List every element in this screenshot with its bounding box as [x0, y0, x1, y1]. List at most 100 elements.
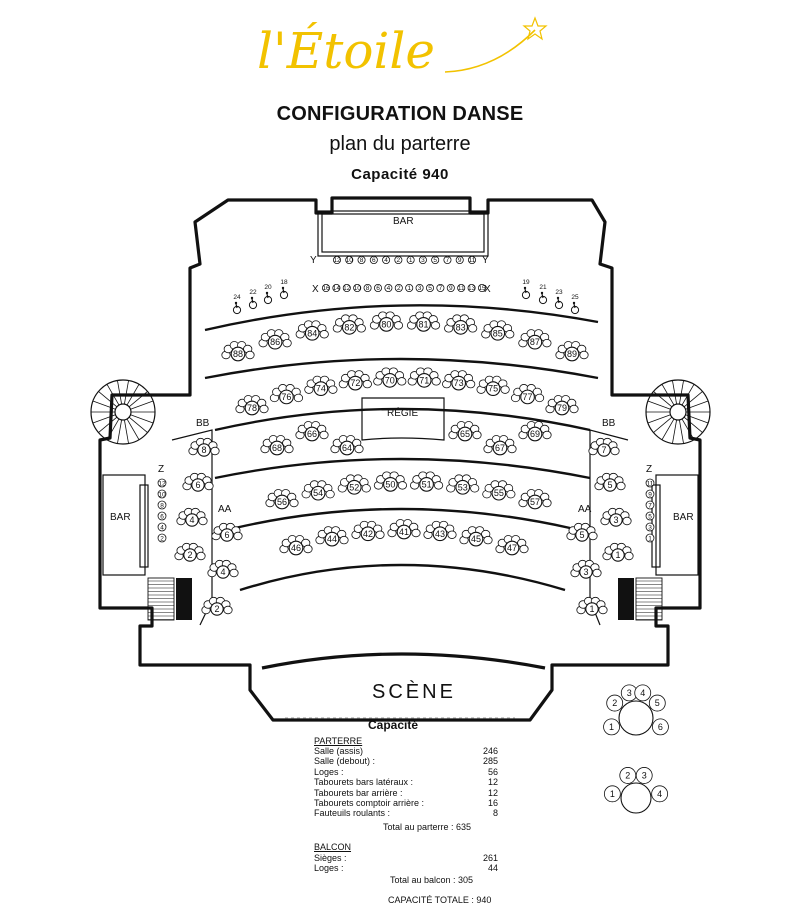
- stool-x-number: 6: [376, 285, 380, 292]
- stool-y-number: 4: [384, 257, 388, 264]
- capacity-row-label: Sièges :: [314, 853, 347, 863]
- regie-booth: [361, 397, 445, 441]
- loge-table: 1: [602, 542, 634, 562]
- stool-x: [353, 283, 362, 292]
- logo-swoosh: [444, 29, 536, 73]
- grand-total: CAPACITÉ TOTALE : 940: [388, 895, 492, 905]
- loge-table: 3: [570, 559, 602, 579]
- stool-z: [157, 511, 167, 521]
- stool-x-number: 10: [354, 285, 362, 292]
- loge-table: 50: [373, 471, 408, 492]
- loge-table: 89: [555, 341, 589, 362]
- tier-band-5: [234, 507, 571, 530]
- legend-chair: [652, 718, 669, 736]
- stool-z: [645, 500, 655, 510]
- stool-x: [394, 283, 403, 292]
- loge-number: 68: [272, 443, 282, 453]
- stool-y: [431, 255, 440, 264]
- loge-table: 47: [495, 535, 529, 556]
- stool-z-number: 2: [160, 535, 164, 542]
- capacity-row-value: 246: [482, 746, 498, 756]
- stool-x-number: 4: [387, 285, 391, 292]
- stool-z-number: 12: [158, 480, 166, 487]
- capacity-row-label: Tabourets comptoir arrière :: [314, 798, 425, 808]
- loge-number: 79: [557, 403, 567, 413]
- loge-table: 78: [235, 395, 269, 416]
- capacity-row: Tabourets comptoir arrière :16: [314, 798, 498, 808]
- loge-number: 72: [350, 378, 360, 388]
- stool-x: [477, 283, 486, 292]
- row-x-label-left: X: [312, 284, 319, 295]
- loge-table: 86: [258, 329, 292, 350]
- tier-band-2: [204, 357, 599, 380]
- stool-y: [394, 255, 403, 264]
- stool-z: [157, 533, 167, 543]
- bar-top-counter: [321, 213, 485, 253]
- loge-number: 1: [589, 604, 594, 614]
- stool-x: [405, 283, 414, 292]
- stool-y-number: 1: [409, 257, 413, 264]
- loge-table: 54: [301, 480, 335, 501]
- legend-chair-number: 6: [658, 722, 663, 732]
- bar-right-area: [655, 474, 699, 576]
- loge-number: 56: [277, 497, 287, 507]
- loge-table: 3: [600, 507, 632, 527]
- loge-number: 47: [507, 543, 517, 553]
- wheelchair-icon: [279, 286, 289, 300]
- loge-number: 84: [307, 328, 317, 338]
- capacity-row-label: Loges :: [314, 766, 344, 777]
- stool-x-number: 13: [468, 285, 476, 292]
- loge-number: 8: [201, 445, 206, 455]
- wheelchair-number: 22: [249, 289, 257, 296]
- loge-table: 2: [174, 542, 206, 562]
- loge-number: 45: [471, 534, 481, 544]
- row-aa-label-left: AA: [218, 504, 232, 515]
- stool-x-number: 12: [343, 285, 351, 292]
- stool-z-number: 7: [648, 502, 652, 509]
- loge-number: 67: [495, 443, 505, 453]
- stool-z-number: 3: [648, 524, 652, 531]
- star-icon: [522, 16, 548, 41]
- loge-table: 55: [482, 480, 516, 501]
- capacity-row: Loges :56: [314, 767, 498, 777]
- wheelchair-icon: [554, 296, 564, 310]
- stool-x: [467, 283, 476, 292]
- loge-number: 80: [381, 319, 391, 329]
- loge-number: 86: [270, 337, 280, 347]
- loge-number: 50: [385, 479, 395, 489]
- loge-number: 64: [342, 443, 352, 453]
- loge-number: 65: [460, 429, 470, 439]
- row-aa-label-right: AA: [578, 504, 592, 515]
- wheelchair-number: 19: [522, 279, 530, 286]
- row-y-label-right: Y: [482, 255, 489, 266]
- wheelchair-number: 24: [233, 294, 241, 301]
- stool-z-number: 10: [158, 491, 166, 498]
- stool-z: [645, 533, 655, 543]
- stool-x: [373, 283, 382, 292]
- legend-chair-number: 2: [625, 770, 630, 780]
- loge-number: 69: [530, 429, 540, 439]
- capacity-row-value: 261: [482, 853, 498, 863]
- loge-table: 70: [373, 367, 407, 388]
- stool-y-number: 10: [346, 257, 354, 264]
- row-x-label-right: X: [484, 284, 491, 295]
- loge-table: 42: [351, 520, 385, 542]
- loge-table: 87: [518, 329, 552, 350]
- loge-table: 53: [446, 474, 480, 495]
- stool-z: [157, 489, 167, 499]
- legend-chair-number: 1: [610, 789, 615, 799]
- stool-y-number: 3: [421, 257, 425, 264]
- stool-x: [436, 283, 445, 292]
- loge-table: 6: [211, 522, 243, 542]
- parterre-total: Total au parterre : 635: [383, 822, 472, 832]
- loge-table: 6: [182, 472, 214, 492]
- stage-edge: [261, 652, 546, 670]
- capacity-row: Tabourets bar arrière :12: [314, 788, 498, 798]
- loge-number: 5: [579, 530, 584, 540]
- capacity-row-label: Salle (debout) :: [314, 756, 376, 767]
- stool-x-number: 8: [366, 285, 370, 292]
- legend-chair: [634, 684, 652, 702]
